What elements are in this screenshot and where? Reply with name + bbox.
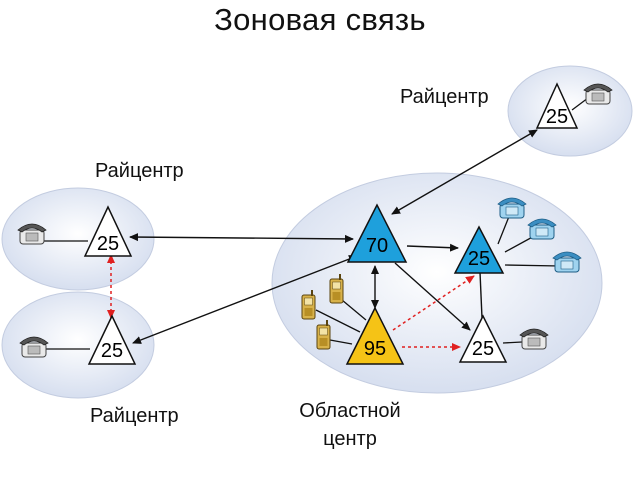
zone-label-left-bottom: Райцентр xyxy=(90,405,179,427)
node-95-label: 95 xyxy=(364,338,386,360)
node-left-top: 25 xyxy=(83,205,133,257)
zone-label-left-top: Райцентр xyxy=(95,160,184,182)
zone-left-bottom xyxy=(1,291,155,399)
zone-label-regional: Областной центр xyxy=(290,397,410,453)
link-blue-to-white xyxy=(479,271,483,319)
link-left-top-to-70 xyxy=(129,233,354,243)
node-white-25-label: 25 xyxy=(472,338,494,360)
link-70-to-white xyxy=(394,262,471,331)
node-70: 70 xyxy=(346,203,408,263)
blue-phone-icon xyxy=(497,197,527,219)
node-white-25: 25 xyxy=(458,314,508,363)
zone-regional xyxy=(271,172,603,394)
blue-phone-icon xyxy=(527,218,557,240)
zone-label-regional-line1: Областной xyxy=(299,400,401,422)
node-top-right: 25 xyxy=(535,82,579,129)
desk-phone-icon xyxy=(19,336,49,358)
node-left-top-label: 25 xyxy=(97,233,119,255)
node-blue-25-label: 25 xyxy=(468,248,490,270)
link-70-to-blue xyxy=(406,243,459,252)
link-left-bottom-to-70 xyxy=(132,255,358,344)
node-left-bottom: 25 xyxy=(87,314,137,365)
blue-phone-icon xyxy=(552,251,582,273)
node-top-right-label: 25 xyxy=(546,106,568,128)
node-95: 95 xyxy=(345,306,405,365)
zone-label-top-right: Райцентр xyxy=(400,86,489,108)
desk-phone-icon xyxy=(519,328,549,350)
desk-phone-icon xyxy=(17,223,47,245)
node-70-label: 70 xyxy=(366,235,388,257)
link-70-to-top-right xyxy=(391,129,538,215)
zone-label-regional-line2: центр xyxy=(323,428,377,450)
node-left-bottom-label: 25 xyxy=(101,340,123,362)
diagram-title: Зоновая связь xyxy=(214,2,426,37)
link-dashed-95-blue xyxy=(392,275,475,331)
desk-phone-icon xyxy=(583,83,613,105)
node-blue-25: 25 xyxy=(453,225,505,274)
